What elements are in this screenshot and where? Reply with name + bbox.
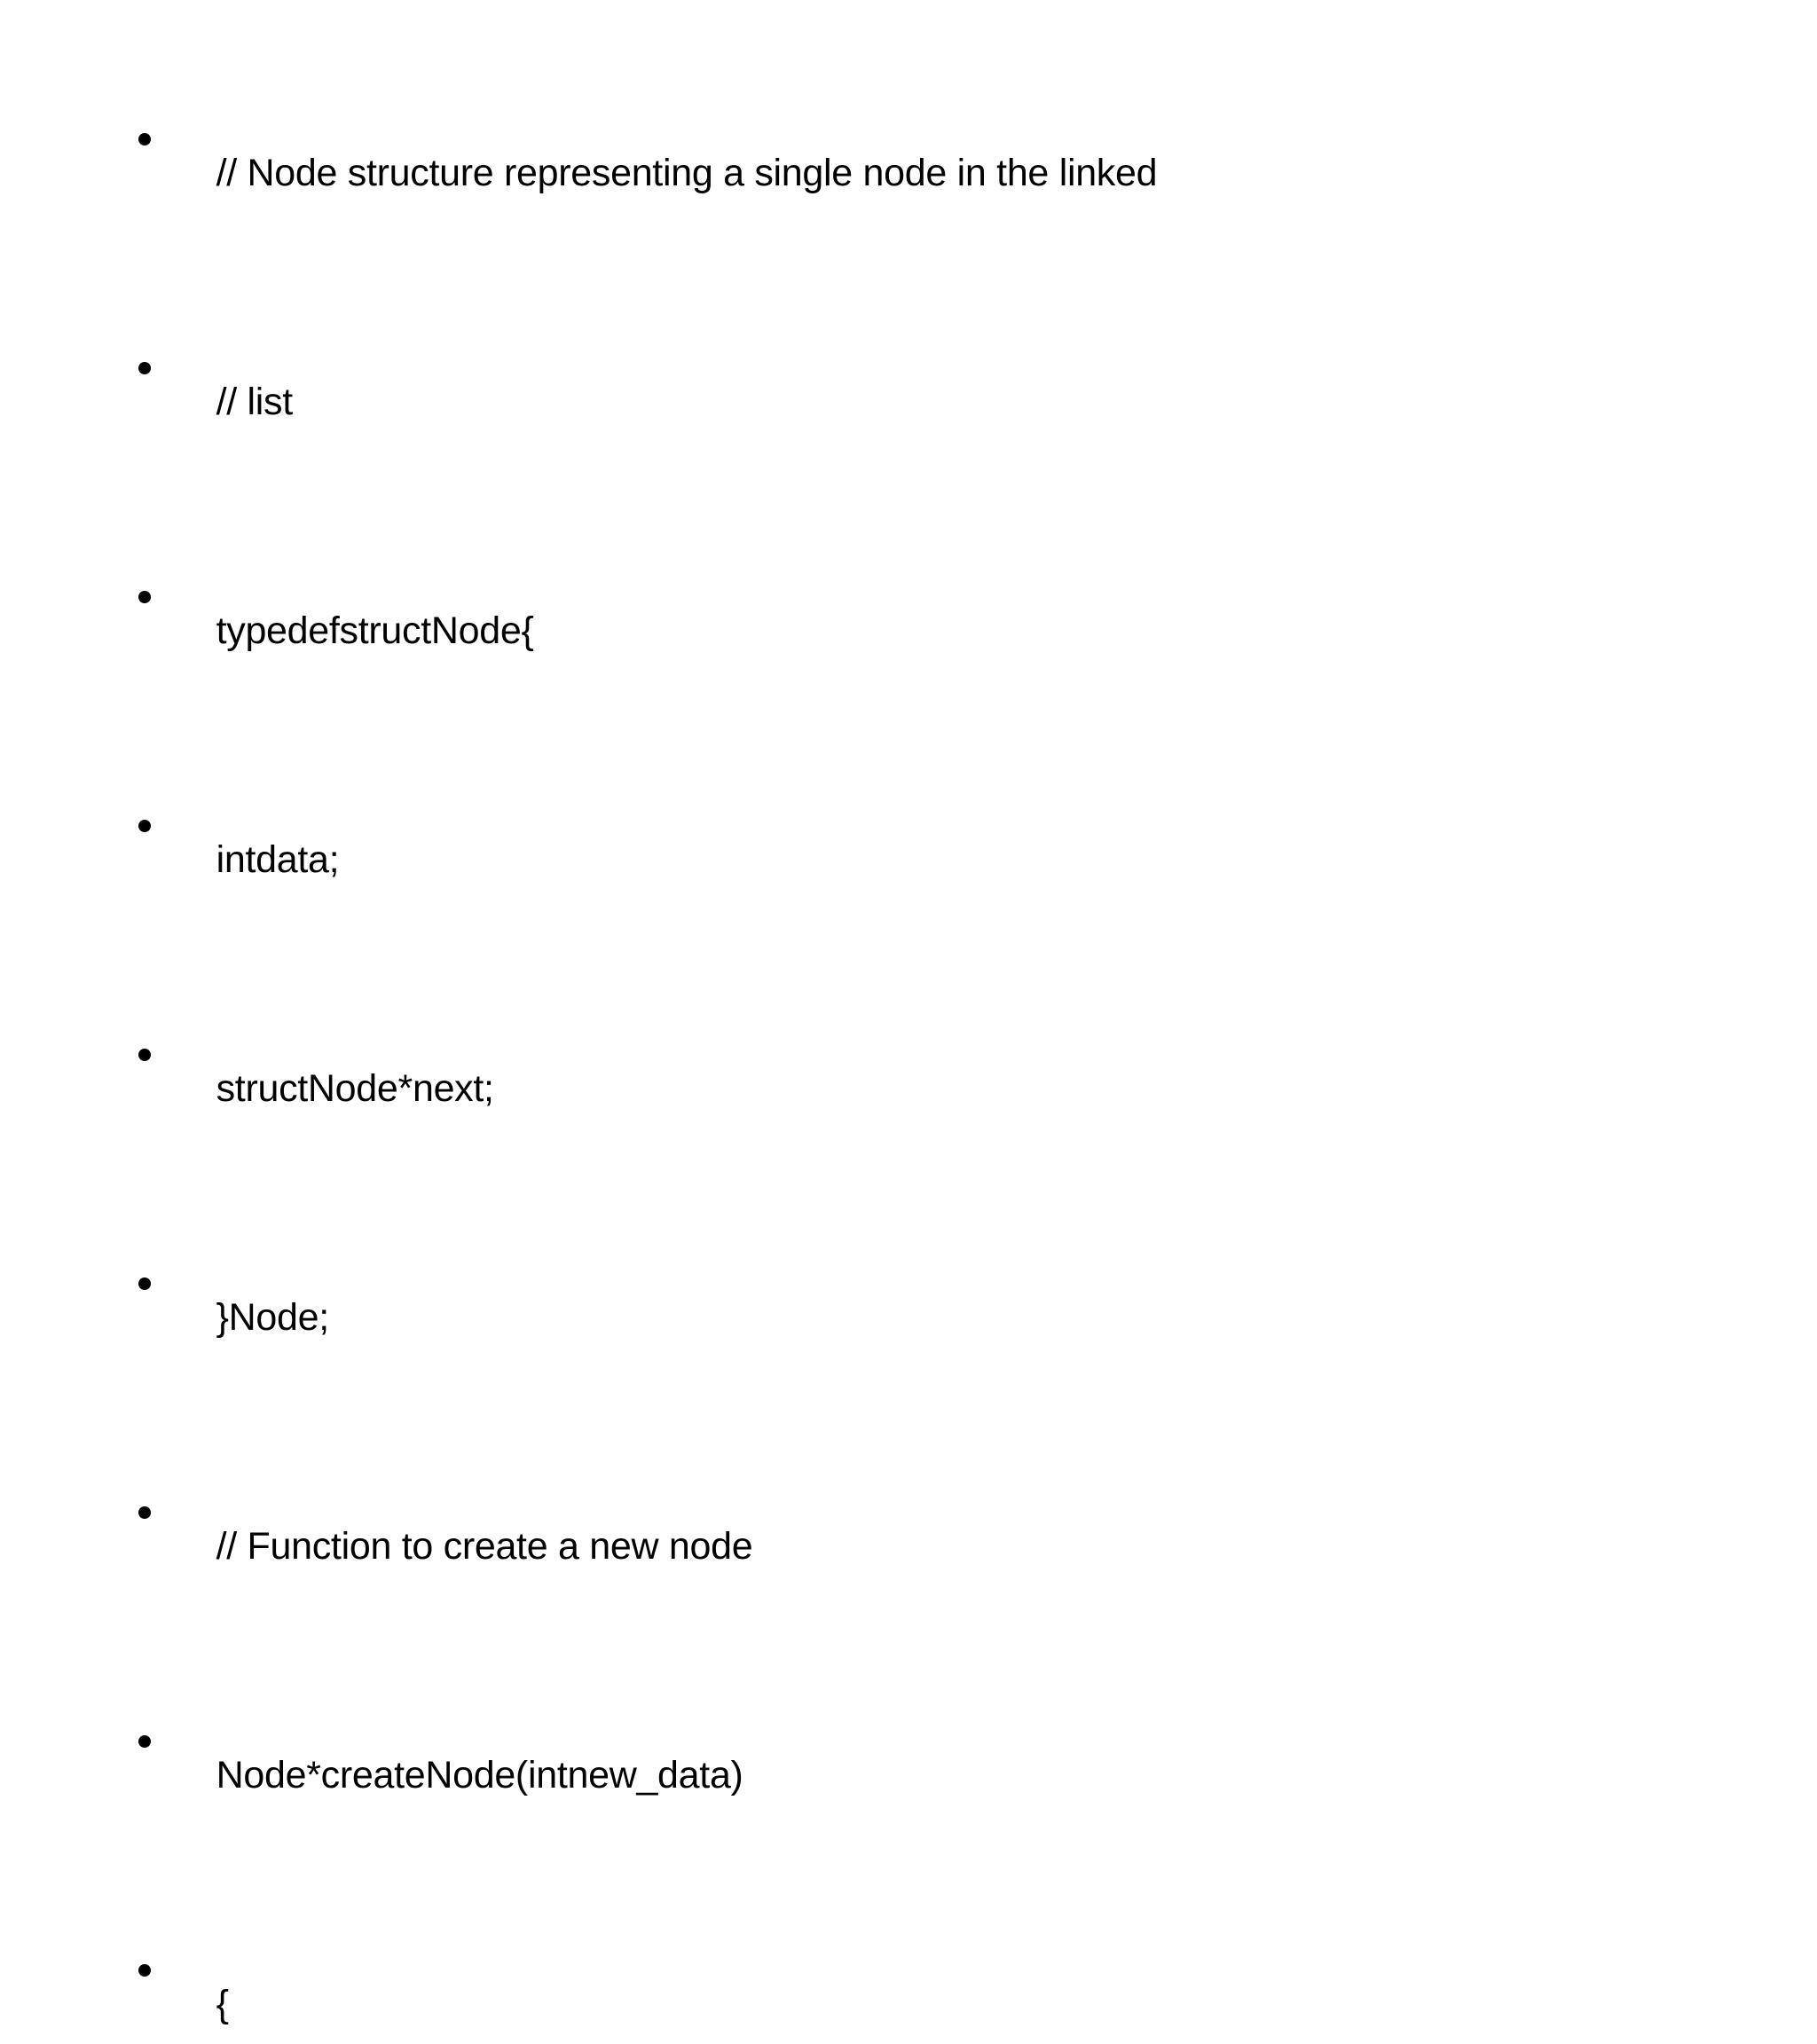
code-line-text: Node*createNode(intnew_data) xyxy=(216,1754,743,1796)
code-line-text: intdata; xyxy=(216,838,340,881)
bullet-icon xyxy=(138,1278,151,1290)
bullet-icon xyxy=(138,1049,151,1061)
slide-canvas: // Node structure representing a single … xyxy=(138,133,1158,2025)
bullet-icon xyxy=(138,133,151,145)
code-line-text: // list xyxy=(216,381,294,423)
code-line-text: // Function to create a new node xyxy=(216,1525,753,1568)
list-item: Node*createNode(intnew_data) xyxy=(138,1632,1782,1861)
code-line-text: typedefstructNode{ xyxy=(216,609,534,652)
list-item: intdata; xyxy=(138,717,1782,946)
bullet-icon xyxy=(138,1964,151,1977)
code-line-text: }Node; xyxy=(216,1296,330,1339)
bullet-icon xyxy=(138,820,151,832)
bullet-icon xyxy=(138,591,151,603)
bullet-icon xyxy=(138,1506,151,1519)
list-item: // list xyxy=(138,259,1782,488)
list-item: structNode*next; xyxy=(138,946,1782,1175)
code-line-text: // Node structure representing a single … xyxy=(216,152,1158,194)
code-line-text: { xyxy=(216,1983,229,2025)
list-item: typedefstructNode{ xyxy=(138,488,1782,717)
list-item: // Function to create a new node xyxy=(138,1403,1782,1632)
list-item: { xyxy=(138,1861,1782,2044)
code-line-text: structNode*next; xyxy=(216,1067,494,1110)
list-item: }Node; xyxy=(138,1175,1782,1403)
list-item: // Node structure representing a single … xyxy=(138,30,1782,259)
bullet-icon xyxy=(138,1735,151,1748)
bullet-icon xyxy=(138,362,151,374)
